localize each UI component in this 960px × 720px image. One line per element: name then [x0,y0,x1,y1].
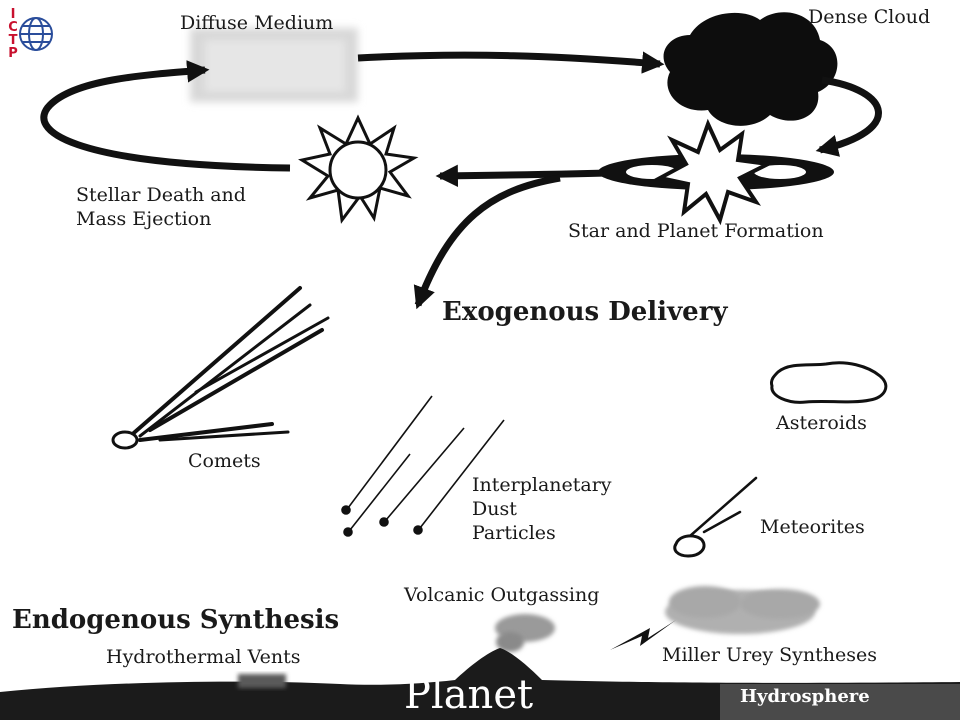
arrow-diffuse-to-dense [357,51,665,74]
comets-icon [111,286,330,450]
dense-cloud-shape [663,12,838,126]
label-meteorites: Meteorites [760,516,865,538]
arrow-formation-to-delivery [413,174,561,310]
label-line: Mass Ejection [76,207,212,230]
arrow-dense-to-formation [815,76,882,157]
lightning-bolt-icon [610,620,676,650]
dust-particles-icon [341,395,505,537]
diffuse-medium-cloud [190,28,358,102]
label-line: Stellar Death and [76,184,246,206]
globe-icon [19,17,53,51]
label-volcanic-outgassing: Volcanic Outgassing [404,584,600,606]
label-diffuse-medium: Diffuse Medium [180,12,334,34]
volcanic-gas-plume [495,614,555,652]
heading-exogenous-delivery: Exogenous Delivery [442,297,728,327]
planet-surface [0,648,960,720]
label-hydrosphere: Hydrosphere [740,686,870,707]
label-hydrothermal-vents: Hydrothermal Vents [106,646,301,668]
label-interplanetary-dust: Interplanetary Dust Particles [472,474,612,545]
arrow-stellar-to-diffuse [40,60,291,172]
label-dense-cloud: Dense Cloud [808,6,931,28]
label-star-planet-formation: Star and Planet Formation [568,220,824,242]
logo-letter: P [8,46,18,61]
label-miller-urey: Miller Urey Syntheses [662,644,878,666]
label-planet: Planet [404,672,534,718]
logo-letter: T [8,33,18,48]
ictp-logo: I C T P [6,8,54,64]
heading-endogenous-synthesis: Endogenous Synthesis [12,605,340,635]
logo-letter: C [8,20,18,35]
logo-letter: I [10,7,16,22]
label-line: Interplanetary [472,474,612,496]
label-stellar-death: Stellar Death and Mass Ejection [76,184,246,232]
logo-letters: I C T P [6,8,20,60]
label-line: Dust [472,497,517,520]
stellar-death-star [298,114,419,224]
asteroid-icon [770,361,888,404]
meteorite-icon [673,476,758,558]
star-formation-disc [598,118,834,226]
miller-urey-cloud [665,586,820,634]
label-comets: Comets [188,450,261,472]
label-line: Particles [472,521,556,544]
label-asteroids: Asteroids [776,412,867,434]
